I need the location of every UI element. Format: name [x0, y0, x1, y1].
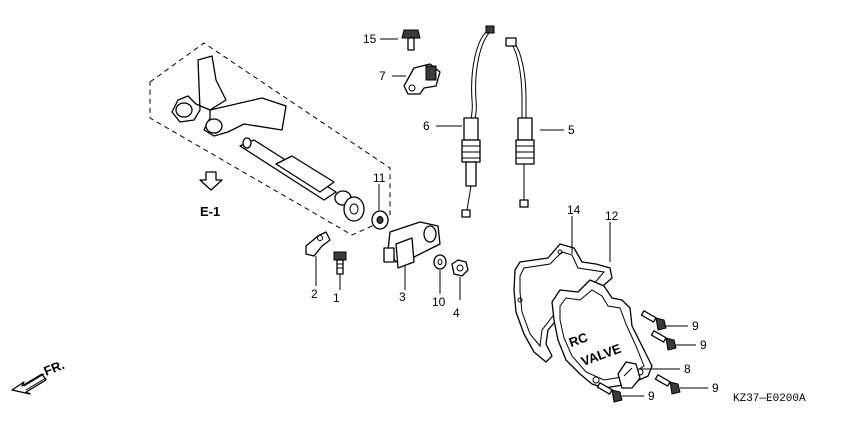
callout-3: 2: [311, 287, 318, 301]
cable-6-icon: [461, 25, 495, 218]
callout-15: 15: [363, 32, 377, 46]
bolt-9b-icon: [650, 330, 677, 351]
screw-10-icon: [333, 251, 347, 275]
callout-11: 11: [373, 171, 386, 185]
callout-7: 7: [379, 69, 386, 83]
callout-14: 4: [453, 306, 460, 320]
callout-10: 1: [333, 291, 340, 305]
callout-9a: 9: [692, 319, 699, 333]
bracket-7-icon: [403, 63, 441, 95]
section-reference: E-1: [200, 204, 220, 219]
callout-5: 5: [568, 123, 575, 137]
section-arrow-icon: [199, 171, 223, 191]
callout-9d: 9: [648, 389, 655, 403]
bracket-3-icon: [305, 231, 331, 257]
lever-assembly-group: [149, 42, 391, 236]
washer-12-icon: [433, 254, 447, 270]
callout-6: 6: [423, 119, 430, 133]
callout-4: 3: [399, 290, 406, 304]
callout-8: 8: [684, 362, 691, 376]
bolt-9c-icon: [654, 374, 681, 395]
bolt-9a-icon: [640, 310, 667, 331]
cable-5-icon: [505, 37, 535, 208]
clamp-8-icon: [617, 361, 641, 389]
bolt-9d-icon: [596, 382, 623, 403]
callout-12: 10: [432, 295, 446, 309]
drawing-code: KZ37—E0200A: [733, 393, 806, 405]
front-direction-arrow-icon: [11, 373, 47, 395]
washer-11-icon: [371, 210, 389, 230]
valve-cover-1-icon: RC VALVE: [551, 279, 653, 389]
callout-1: 12: [605, 209, 619, 223]
bolt-15-icon: [401, 29, 421, 51]
callout-9b: 9: [700, 338, 707, 352]
nut-14-icon: [451, 259, 469, 277]
callout-9c: 9: [712, 381, 719, 395]
callout-2: 14: [567, 203, 581, 217]
cover-rc-text: RC: [567, 329, 590, 350]
pulley-4-icon: [383, 221, 441, 269]
front-direction-label: FR.: [42, 357, 67, 379]
